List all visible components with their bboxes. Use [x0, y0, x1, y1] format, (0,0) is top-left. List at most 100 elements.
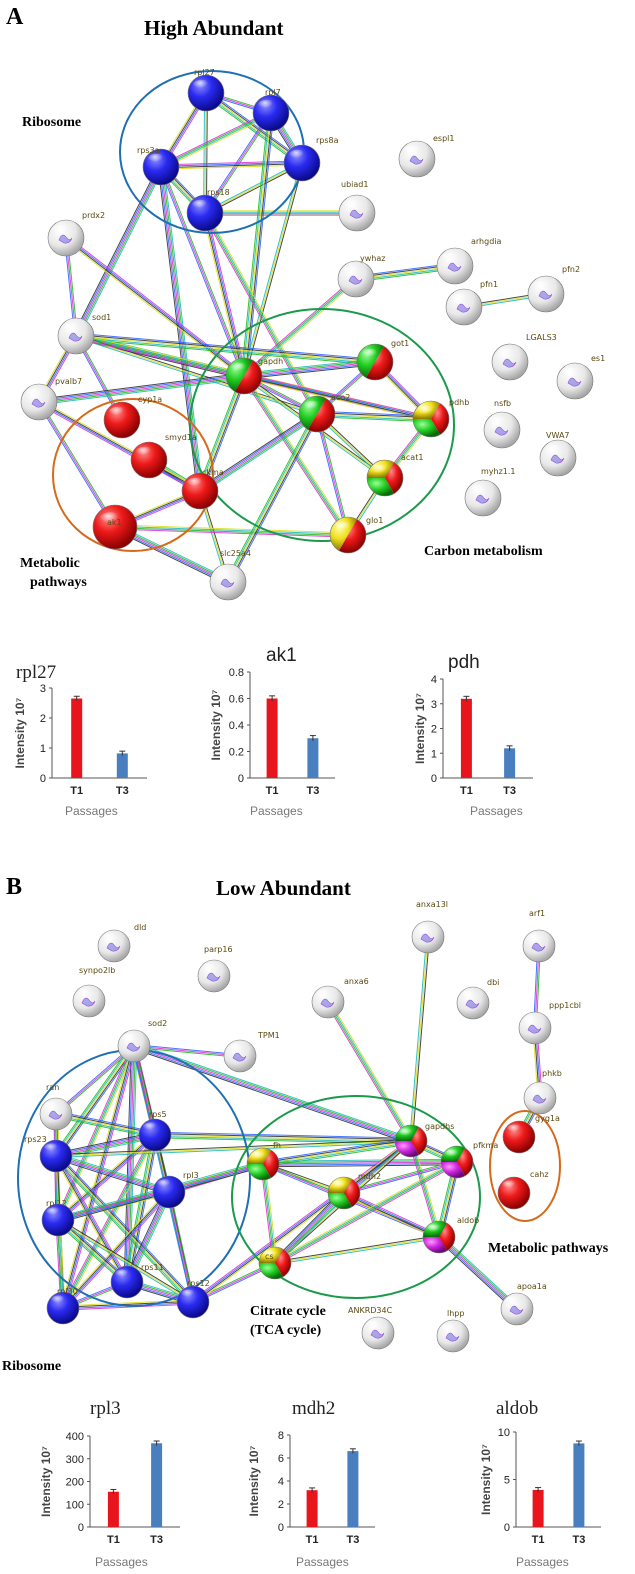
- edge-ywhaz-gapdh: [243, 278, 356, 376]
- edge-cs-pfkma: [275, 1162, 458, 1265]
- node-ubiad1[interactable]: ubiad1: [338, 180, 376, 232]
- bar-T3: [151, 1443, 163, 1527]
- node-ckma[interactable]: ckma: [181, 468, 224, 510]
- edge-anxa6-gapdhs: [329, 1000, 414, 1141]
- node-rps11[interactable]: rps11: [110, 1263, 164, 1299]
- edge-ckma-pvalb7: [39, 399, 202, 490]
- edge-ckma-pvalb7: [37, 403, 200, 494]
- edge-pvalb7-ak1: [39, 401, 117, 527]
- node-TPM1[interactable]: TPM1: [223, 1031, 280, 1073]
- node-myhz1.1[interactable]: myhz1.1: [464, 467, 516, 517]
- node-smyd1a[interactable]: smyd1a: [130, 433, 197, 479]
- citrate-cycle-label-line2: (TCA cycle): [250, 1323, 322, 1338]
- node-ywhaz[interactable]: ywhaz: [337, 254, 385, 298]
- node-rps18[interactable]: rps18: [186, 188, 230, 232]
- node-prdx2[interactable]: prdx2: [47, 211, 105, 257]
- node-label-rpl7: rpl7: [265, 88, 281, 97]
- node-label-ubiad1: ubiad1: [341, 180, 368, 189]
- node-LGALS3[interactable]: LGALS3: [491, 333, 557, 381]
- node-fh[interactable]: fh: [246, 1141, 281, 1181]
- x-tick-label: T3: [572, 1534, 585, 1546]
- edge-aldob-apoa1a: [438, 1236, 518, 1310]
- node-aco2[interactable]: aco2: [298, 393, 350, 433]
- node-gapdhs[interactable]: gapdhs: [394, 1122, 454, 1158]
- node-ran[interactable]: ran: [39, 1083, 73, 1131]
- node-rpl7[interactable]: rpl7: [252, 88, 290, 132]
- node-VWA7[interactable]: VWA7: [539, 431, 577, 477]
- edge-rps5-rpl30: [60, 1133, 154, 1308]
- node-apoa1a[interactable]: apoa1a: [500, 1282, 547, 1326]
- node-label-pvalb7: pvalb7: [55, 377, 82, 386]
- node-rps5[interactable]: rps5: [138, 1110, 172, 1152]
- node-parp16[interactable]: parp16: [197, 945, 233, 993]
- node-lhpp[interactable]: lhpp: [436, 1309, 470, 1353]
- edge-aco2-pdhb: [316, 413, 432, 420]
- node-slc25a4[interactable]: slc25a4: [209, 549, 251, 601]
- edge-mdh2-cs: [275, 1193, 346, 1265]
- node-dbi[interactable]: dbi: [456, 978, 499, 1020]
- node-rpl3[interactable]: rpl3: [152, 1171, 199, 1209]
- edge-rps5-rps23: [55, 1133, 155, 1156]
- node-synpo2lb[interactable]: synpo2lb: [72, 966, 115, 1018]
- node-rpl30[interactable]: rpl30: [46, 1287, 80, 1325]
- node-rps12[interactable]: rps12: [176, 1279, 210, 1319]
- node-pfkma[interactable]: pfkma: [440, 1141, 498, 1179]
- node-mdh2[interactable]: mdh2: [327, 1172, 381, 1210]
- node-label-rpl12: rpl12: [46, 1199, 67, 1208]
- edge-ran-rps5: [55, 1114, 155, 1137]
- edge-mdh2-cs: [274, 1192, 345, 1264]
- node-gapdh[interactable]: gapdh: [225, 357, 283, 395]
- edge-rpl27-rps18: [204, 92, 207, 214]
- node-sod2[interactable]: sod2: [117, 1019, 167, 1063]
- edge-rpl7-rps3a: [161, 113, 272, 169]
- node-anxa13l[interactable]: anxa13l: [411, 900, 448, 954]
- node-pvalb7[interactable]: pvalb7: [20, 377, 82, 421]
- node-arf1[interactable]: arf1: [522, 909, 556, 963]
- edge-fh-gapdhs: [263, 1143, 412, 1168]
- node-rps8a[interactable]: rps8a: [283, 136, 339, 182]
- edge-fh-cs: [264, 1163, 278, 1263]
- node-rps23[interactable]: rps23: [24, 1135, 73, 1173]
- node-pdhb[interactable]: pdhb: [412, 398, 469, 438]
- node-cs[interactable]: cs: [258, 1246, 292, 1280]
- node-acat1[interactable]: acat1: [366, 453, 423, 497]
- node-anxa6[interactable]: anxa6: [311, 977, 369, 1019]
- node-espl1[interactable]: espl1: [398, 134, 454, 178]
- node-aldob[interactable]: aldob: [422, 1216, 479, 1254]
- node-dld[interactable]: dld: [97, 923, 146, 963]
- node-sod1[interactable]: sod1: [57, 313, 111, 355]
- edge-rpl27-rps18: [203, 92, 206, 213]
- edge-sod2-rps11: [126, 1045, 135, 1283]
- edge-rpl27-rps8a: [204, 93, 302, 165]
- node-cahz[interactable]: cahz: [497, 1170, 549, 1210]
- node-phkb[interactable]: phkb: [523, 1069, 562, 1115]
- node-rpl27[interactable]: rpl27: [187, 68, 225, 112]
- node-gyg1a[interactable]: gyg1a: [502, 1114, 560, 1154]
- node-ANKRD34C[interactable]: ANKRD34C: [348, 1306, 395, 1350]
- edge-sod2-rpl12: [55, 1044, 133, 1220]
- node-pfn2[interactable]: pfn2: [527, 265, 580, 313]
- y-tick-label: 1: [431, 748, 437, 760]
- node-ak1[interactable]: ak1: [92, 504, 138, 550]
- edge-rpl7-gapdh: [243, 112, 272, 377]
- node-label-arhgdia: arhgdia: [471, 237, 502, 246]
- node-rps3a[interactable]: rps3a: [137, 146, 180, 186]
- node-got1[interactable]: got1: [356, 339, 409, 381]
- node-rpl12[interactable]: rpl12: [41, 1199, 75, 1237]
- y-tick-label: 1: [40, 743, 46, 755]
- edge-rps5-rps11: [129, 1135, 159, 1283]
- node-cyp1a[interactable]: cyp1a: [103, 395, 162, 439]
- node-nsfb[interactable]: nsfb: [483, 399, 521, 449]
- edge-aco2-glo1: [316, 413, 349, 536]
- node-glo1[interactable]: glo1: [329, 516, 383, 554]
- edge-gapdh-pvalb7: [39, 376, 245, 404]
- edge-aco2-glo1: [315, 414, 348, 536]
- node-arhgdia[interactable]: arhgdia: [436, 237, 502, 285]
- node-label-rps18: rps18: [207, 188, 230, 197]
- node-pfn1[interactable]: pfn1: [445, 280, 498, 326]
- y-axis-label: Intensity 10⁷: [209, 689, 223, 760]
- node-es1[interactable]: es1: [556, 354, 605, 400]
- edge-gapdh-ckma: [202, 376, 248, 493]
- node-ppp1cbl[interactable]: ppp1cbl: [518, 1001, 581, 1045]
